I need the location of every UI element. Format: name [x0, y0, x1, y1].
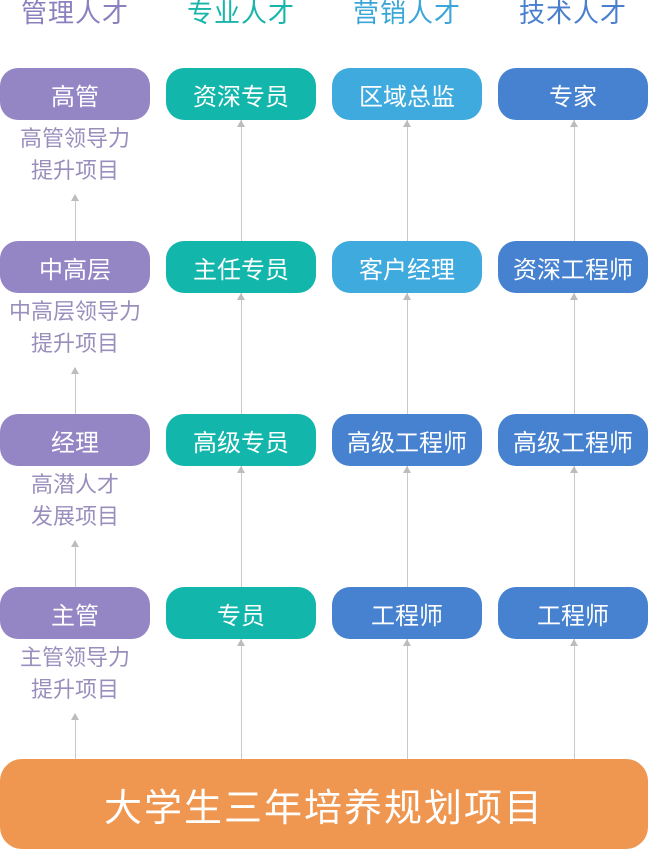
arrowhead — [403, 639, 411, 646]
column-header-management: 管理人才 — [20, 0, 129, 29]
node-marketing-regional-director: 区域总监 — [332, 68, 482, 120]
node-professional-principal-specialist: 主任专员 — [166, 241, 316, 293]
node-technical-engineer: 工程师 — [498, 587, 648, 639]
node-professional-specialist: 专员 — [166, 587, 316, 639]
connector-line — [407, 120, 408, 241]
program-label-line: 中高层领导力 — [8, 300, 141, 325]
node-management-supervisor: 主管 — [0, 587, 150, 639]
program-label-line: 发展项目 — [30, 505, 119, 530]
arrowhead — [570, 639, 578, 646]
node-marketing-account-manager: 客户经理 — [332, 241, 482, 293]
connector-line — [75, 541, 76, 587]
program-label-line: 主管领导力 — [19, 646, 130, 671]
arrowhead — [570, 293, 578, 300]
connector-line — [407, 293, 408, 414]
arrowhead — [570, 120, 578, 127]
arrowhead — [237, 120, 245, 127]
node-technical-expert: 专家 — [498, 68, 648, 120]
program-label-line: 高潜人才 — [30, 473, 119, 498]
node-management-manager: 经理 — [0, 414, 150, 466]
arrowhead — [403, 466, 411, 473]
node-professional-senior-specialist: 资深专员 — [166, 68, 316, 120]
arrowhead — [71, 713, 79, 720]
connector-line — [75, 368, 76, 414]
column-header-professional: 专业人才 — [186, 0, 295, 29]
connector-line — [241, 466, 242, 587]
connector-line — [574, 120, 575, 241]
base-program-banner: 大学生三年培养规划项目 — [0, 759, 648, 849]
connector-line — [241, 639, 242, 759]
program-label: 主管领导力 提升项目 — [0, 643, 150, 707]
node-marketing-engineer: 工程师 — [332, 587, 482, 639]
arrowhead — [403, 293, 411, 300]
arrowhead — [71, 194, 79, 201]
column-header-marketing: 营销人才 — [352, 0, 461, 29]
arrowhead — [71, 367, 79, 374]
node-professional-advanced-specialist: 高级专员 — [166, 414, 316, 466]
arrowhead — [237, 293, 245, 300]
node-management-upper-middle: 中高层 — [0, 241, 150, 293]
node-technical-advanced-engineer: 高级工程师 — [498, 414, 648, 466]
arrowhead — [570, 466, 578, 473]
node-management-senior-executive: 高管 — [0, 68, 150, 120]
program-label: 高潜人才 发展项目 — [0, 470, 150, 534]
arrowhead — [71, 540, 79, 547]
program-label-line: 提升项目 — [30, 678, 119, 703]
program-label-line: 提升项目 — [30, 332, 119, 357]
connector-line — [574, 466, 575, 587]
connector-line — [407, 466, 408, 587]
program-label: 中高层领导力 提升项目 — [0, 297, 150, 361]
program-label: 高管领导力 提升项目 — [0, 124, 150, 188]
program-label-line: 提升项目 — [30, 159, 119, 184]
program-label-line: 高管领导力 — [19, 127, 130, 152]
connector-line — [75, 714, 76, 759]
arrowhead — [403, 120, 411, 127]
connector-line — [574, 293, 575, 414]
arrowhead — [237, 466, 245, 473]
connector-line — [407, 639, 408, 759]
column-header-technical: 技术人才 — [518, 0, 627, 29]
connector-line — [241, 293, 242, 414]
connector-line — [241, 120, 242, 241]
arrowhead — [237, 639, 245, 646]
node-marketing-senior-engineer: 高级工程师 — [332, 414, 482, 466]
node-technical-senior-engineer: 资深工程师 — [498, 241, 648, 293]
connector-line — [75, 195, 76, 241]
connector-line — [574, 639, 575, 759]
